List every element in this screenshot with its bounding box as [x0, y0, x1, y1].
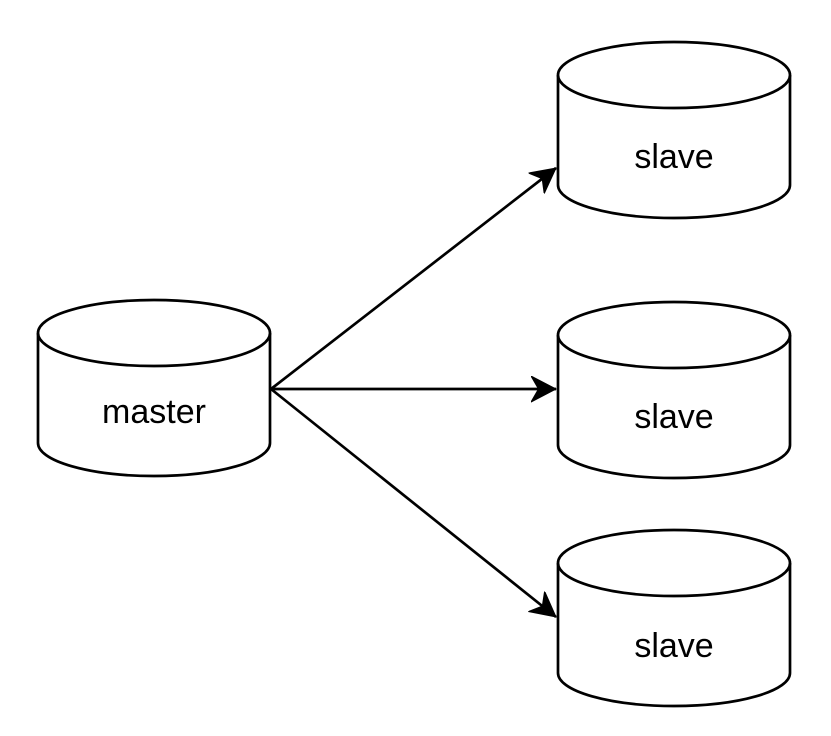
database-cylinder-body — [556, 563, 792, 708]
edge-master-to-slave-3 — [270, 387, 556, 619]
database-cylinder-top — [556, 528, 792, 598]
node-slave-3: slave — [556, 528, 792, 708]
node-slave-2: slave — [556, 300, 792, 480]
edge-master-to-slave-1 — [270, 166, 556, 391]
database-cylinder-top — [36, 298, 272, 368]
database-cylinder-top — [556, 300, 792, 370]
database-cylinder-body — [556, 335, 792, 480]
database-cylinder-body — [36, 333, 272, 478]
node-slave-1: slave — [556, 40, 792, 220]
node-slave-3-label: slave — [634, 627, 713, 665]
node-master: master — [36, 298, 272, 478]
node-slave-2-label: slave — [634, 398, 713, 436]
node-master-label: master — [102, 393, 206, 431]
node-slave-1-label: slave — [634, 138, 713, 176]
edge-layer — [270, 166, 556, 619]
database-cylinder-body — [556, 75, 792, 220]
database-cylinder-top — [556, 40, 792, 110]
